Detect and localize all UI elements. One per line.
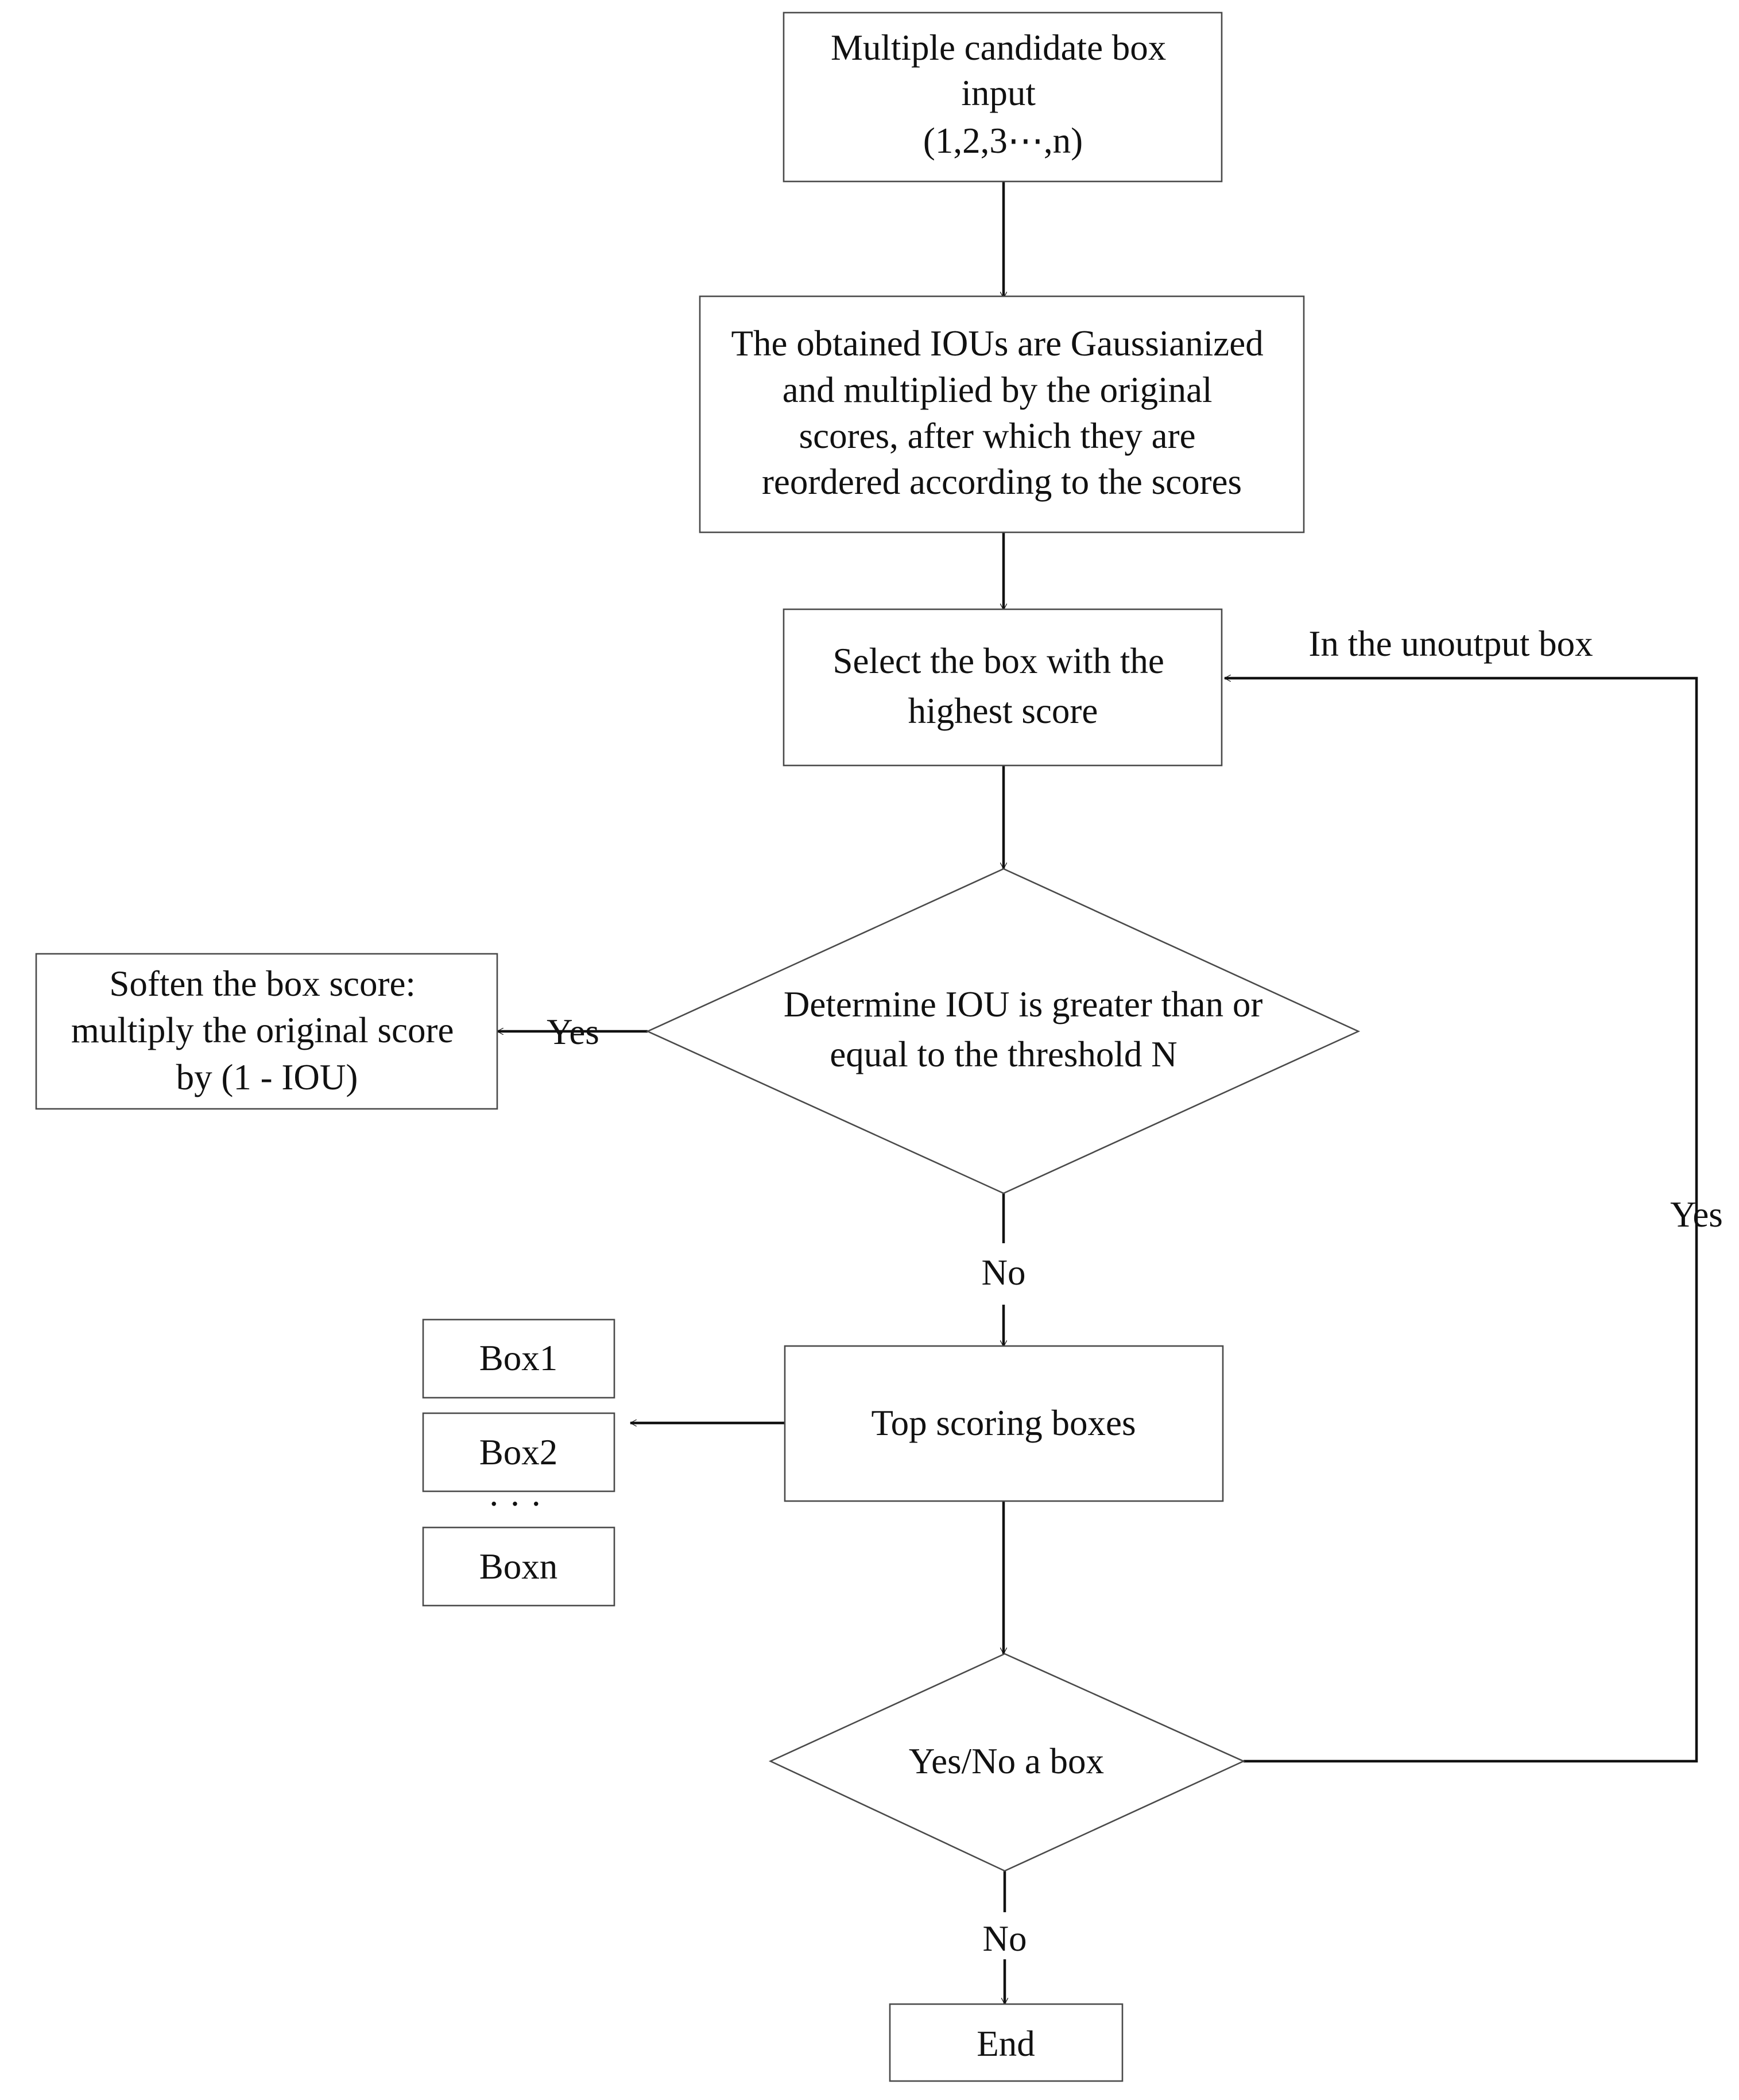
arrow-yes-no-loop-to-select [1225,678,1698,1763]
soften-line-2: multiply the original score [71,1010,454,1050]
determine-text: Determine IOU is greater than or equal t… [784,984,1272,1074]
input-line-2: input [961,73,1036,113]
box1-line-1: Box1 [479,1338,558,1378]
box2-line-1: Box2 [479,1432,558,1472]
yes-no-text: Yes/No a box [909,1741,1104,1781]
box1-box [422,1318,615,1399]
soften-line-3: by (1 - IOU) [176,1057,358,1097]
input-line-1: Multiple candidate box [831,28,1166,68]
top-scoring-line-1: Top scoring boxes [871,1403,1136,1443]
edge-label-loop-in: In the unoutput box [1308,624,1593,664]
gaussianize-line-1: The obtained IOUs are Gaussianized [731,323,1264,363]
box2-box [422,1412,615,1492]
select-box [783,608,1223,767]
determine-line-1: Determine IOU is greater than or [784,984,1262,1024]
edge-label-end-no: No [983,1919,1027,1959]
ellipsis-line-1: · · · [488,1484,542,1524]
soften-text: Soften the box score: multiply the origi… [71,964,463,1097]
edge-label-loop-yes: Yes [1670,1194,1723,1235]
edge-label-determine-no: No [982,1252,1026,1293]
top-scoring-box [784,1345,1224,1502]
gaussianize-box [699,295,1305,533]
top-scoring-text: Top scoring boxes [871,1403,1136,1443]
end-box [889,2003,1124,2082]
input-line-3: (1,2,3⋯,n) [923,121,1083,161]
box1-text: Box1 [479,1338,558,1378]
gaussianize-line-3: scores, after which they are [799,416,1196,456]
select-line-1: Select the box with the [832,641,1164,681]
yes-no-line-1: Yes/No a box [909,1741,1104,1781]
determine-line-2: equal to the threshold N [830,1034,1177,1074]
box2-text: Box2 [479,1432,558,1472]
end-text: End [977,2024,1035,2064]
edge-label-determine-yes: Yes [547,1012,599,1052]
gaussianize-line-4: reordered according to the scores [762,462,1242,502]
input-text: Multiple candidate box input (1,2,3⋯,n) [831,28,1175,161]
determine-diamond [645,868,1361,1194]
gaussianize-text: The obtained IOUs are Gaussianized and m… [731,323,1273,502]
input-box [783,11,1223,183]
boxn-text: Boxn [479,1546,558,1587]
yes-no-diamond [768,1653,1246,1872]
soften-line-1: Soften the box score: [109,964,416,1004]
end-line-1: End [977,2024,1035,2064]
select-line-2: highest score [908,691,1098,731]
boxn-line-1: Boxn [479,1546,558,1587]
select-text: Select the box with the highest score [832,641,1173,731]
ellipsis-text: · · · [488,1484,542,1524]
boxn-box [422,1526,615,1607]
soften-box [35,953,498,1110]
gaussianize-line-2: and multiplied by the original [783,370,1213,410]
